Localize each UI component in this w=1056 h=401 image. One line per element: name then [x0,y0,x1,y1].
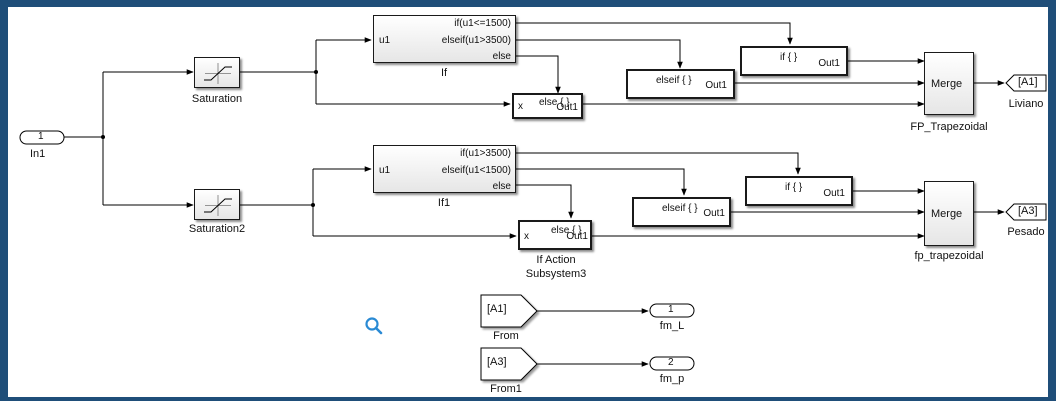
output-port-label: Out1 [823,188,845,199]
outport-block-2[interactable] [650,357,694,370]
output-port-label: Out1 [556,102,578,113]
from-block-2[interactable] [481,348,537,380]
output-port-label: Out1 [566,231,588,242]
goto-label: Liviano [1008,98,1044,110]
merge-block-2[interactable]: Merge [924,181,974,246]
if1-condition-1: if(u1>3500) [460,148,511,159]
else-action-subsystem-3[interactable]: x else { } Out1 [518,220,592,250]
saturation-block[interactable] [194,57,240,88]
output-port-label: Out1 [705,80,727,91]
merge-text: Merge [931,208,963,220]
if-input-port-label: u1 [379,35,391,46]
if-condition-3: else [492,51,511,62]
input-port-label: x [524,231,529,242]
if-block[interactable]: u1 if(u1<=1500) elseif(u1>3500) else [373,15,516,63]
from-label: From [493,330,519,342]
subsystem3-label-line1: If Action [536,254,576,266]
action-port-label: elseif { } [656,75,692,86]
from-tag-text-2: [A3] [487,356,507,368]
from-block[interactable] [481,295,537,327]
inport-label: In1 [30,148,46,160]
inport-block[interactable] [20,131,64,144]
goto-tag-text-2: [A3] [1018,205,1038,217]
if-condition-2: elseif(u1>3500) [441,35,511,46]
saturation2-block[interactable] [194,189,240,220]
action-port-label: if { } [780,52,798,63]
inport-number: 1 [38,131,44,142]
elseif-action-subsystem-2[interactable]: elseif { } Out1 [632,197,731,227]
merge-label-2: fp_trapezoidal [914,250,984,262]
action-port-label: else { } [551,225,582,236]
action-port-label: elseif { } [662,203,698,214]
if1-block[interactable]: u1 if(u1>3500) elseif(u1<1500) else [373,145,516,193]
if1-condition-3: else [492,181,511,192]
if-action-subsystem-2[interactable]: if { } Out1 [745,176,853,206]
if1-condition-2: elseif(u1<1500) [441,165,511,176]
merge-block[interactable]: Merge [924,52,974,115]
from-label-2: From1 [490,383,522,395]
merge-text: Merge [931,78,963,90]
elseif-action-subsystem[interactable]: elseif { } Out1 [626,69,735,99]
outport-block[interactable] [650,304,694,317]
action-port-label: if { } [785,182,803,193]
zoom-icon [364,316,386,338]
goto-tag-text: [A1] [1018,76,1038,88]
if-condition-1: if(u1<=1500) [454,18,511,29]
goto-block-2[interactable] [1006,204,1046,220]
if1-input-port-label: u1 [379,165,391,176]
goto-block[interactable] [1006,75,1046,91]
saturation-label: Saturation [191,93,243,105]
subsystem3-label-line2: Subsystem3 [525,268,587,280]
action-port-label: else { } [539,97,570,108]
input-port-label: x [518,101,523,112]
if-action-subsystem[interactable]: if { } Out1 [740,46,848,76]
saturation-icon [204,195,232,216]
output-port-label: Out1 [818,58,840,69]
outport-label: fm_L [659,320,685,332]
saturation-icon [204,63,232,84]
from-tag-text: [A1] [487,303,507,315]
merge-label: FP_Trapezoidal [910,121,988,133]
if-block-label: If [440,67,448,79]
output-port-label: Out1 [703,208,725,219]
outport-label-2: fm_p [659,373,685,385]
outport-number-2: 2 [668,357,674,368]
saturation2-label: Saturation2 [188,223,246,235]
outport-number: 1 [668,304,674,315]
goto-label-2: Pesado [1007,226,1045,238]
if1-block-label: If1 [437,197,451,209]
else-action-subsystem[interactable]: x else { } Out1 [512,93,583,119]
